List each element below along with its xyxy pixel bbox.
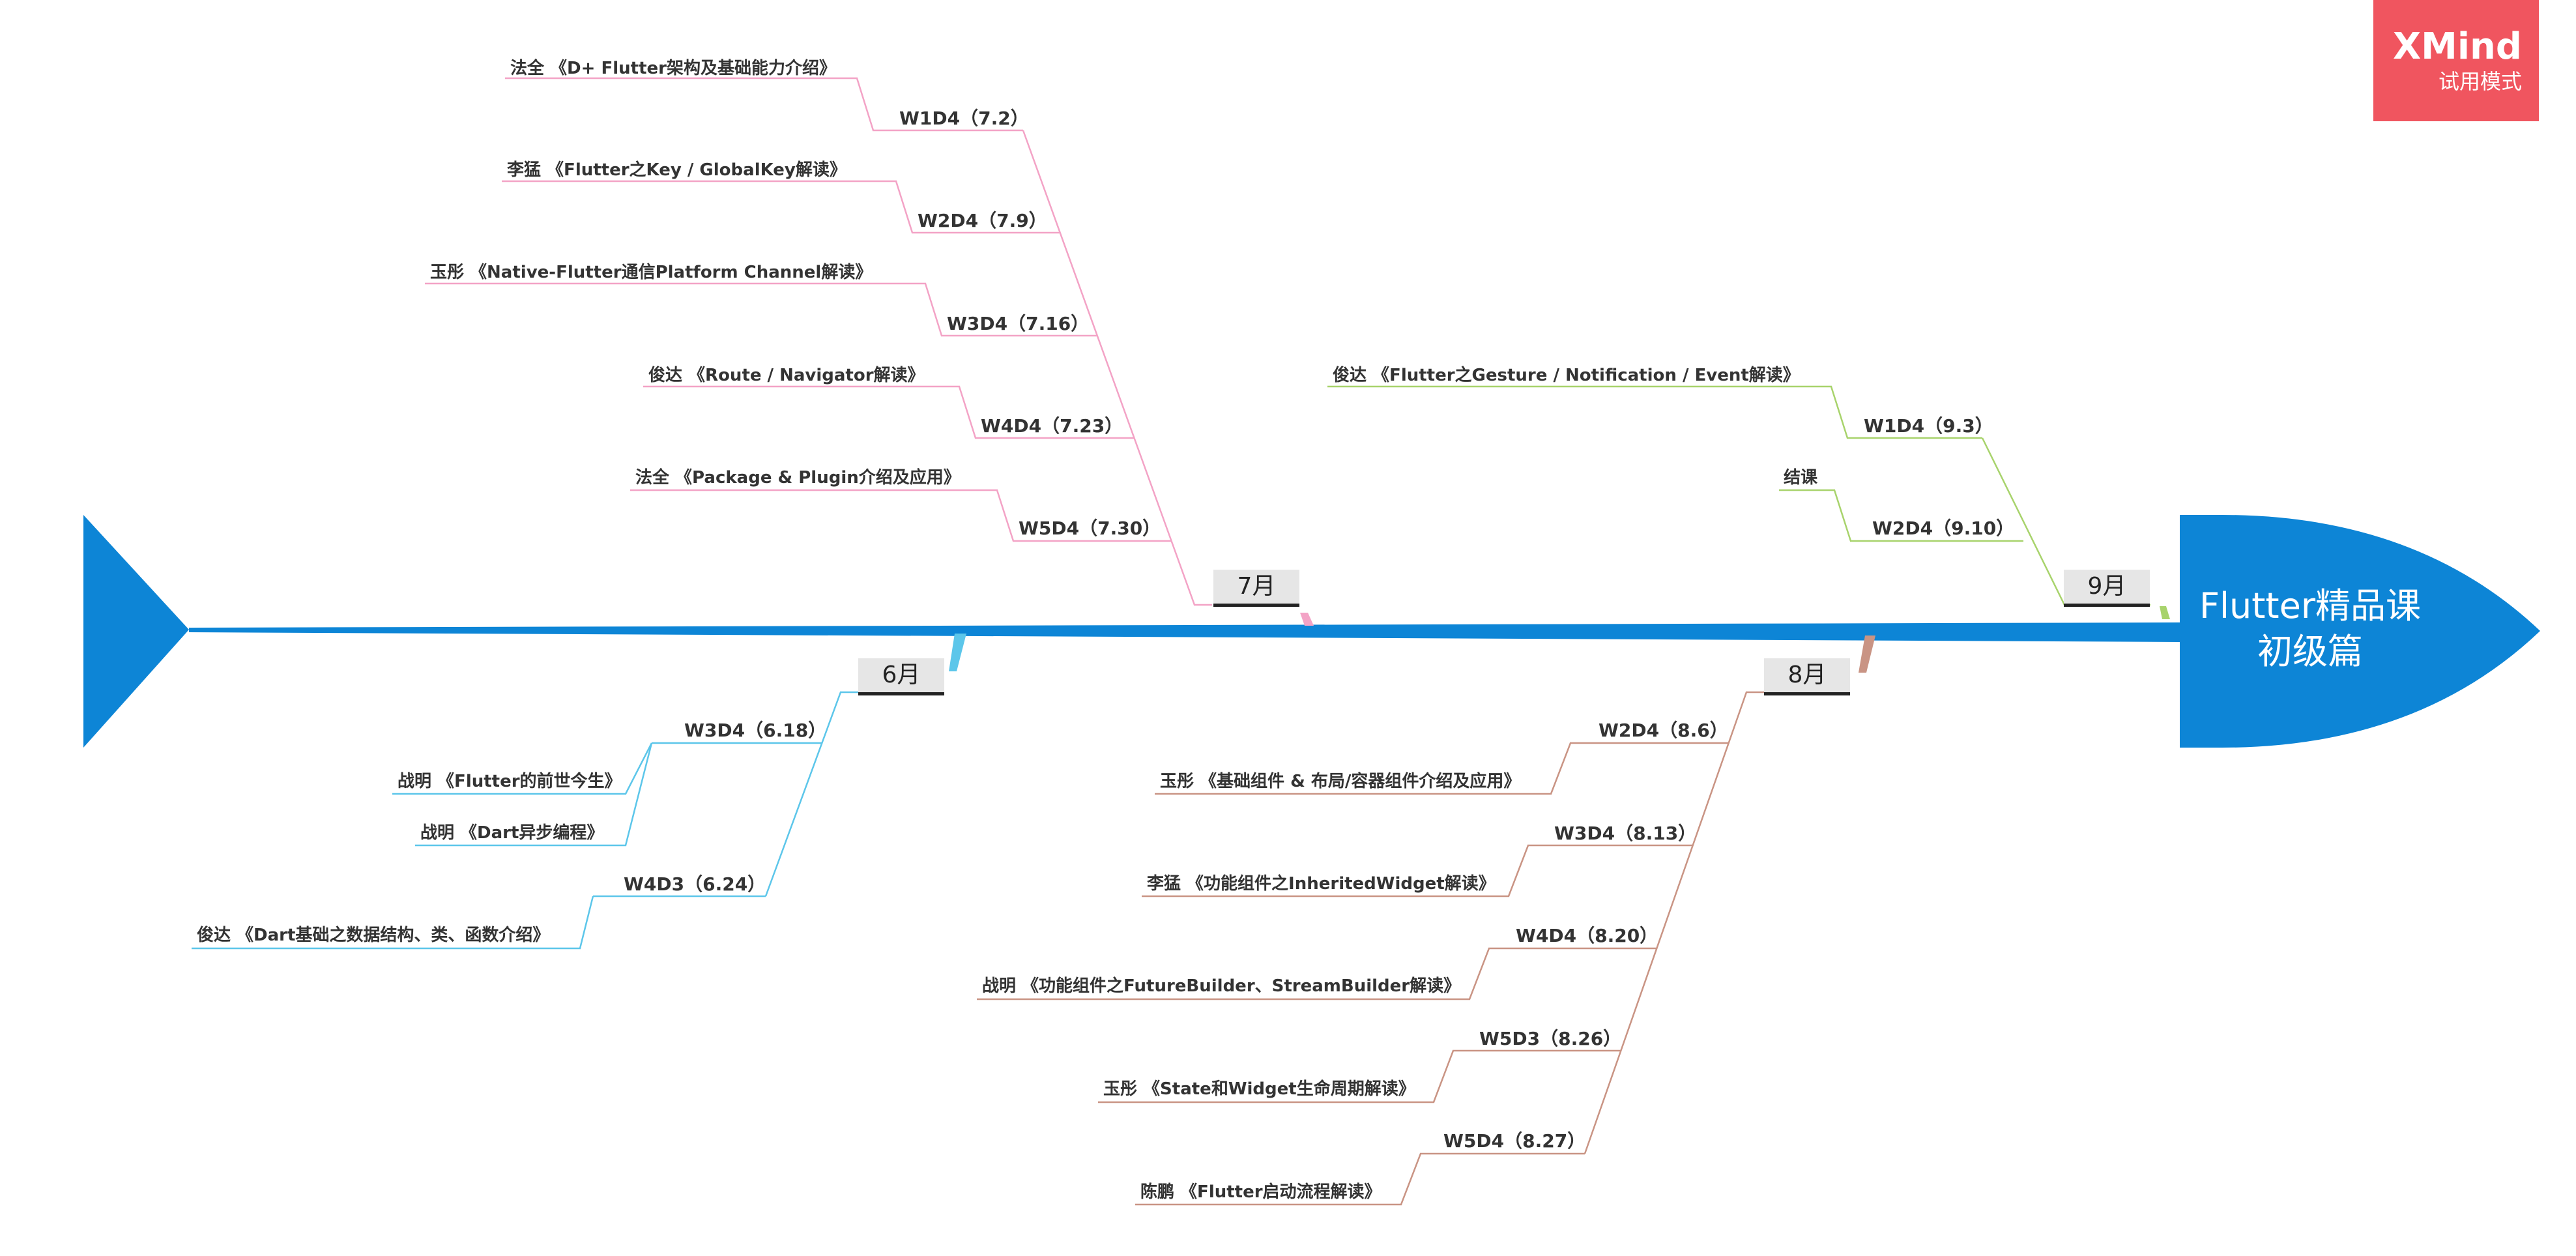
topic-label[interactable]: 战明 《Dart异步编程》 <box>420 823 604 843</box>
week-label[interactable]: W2D4（7.9） <box>918 210 1047 231</box>
trial-mode-label: 试用模式 <box>2438 69 2522 94</box>
month-label-june[interactable]: 6月 <box>858 658 944 692</box>
week-label[interactable]: W5D4（8.27） <box>1443 1130 1586 1152</box>
connector-line <box>1098 1049 1621 1103</box>
month-underline <box>1764 692 1850 695</box>
course-title-line1: Flutter精品课 <box>2199 585 2422 626</box>
topic-label[interactable]: 法全 《Package & Plugin介绍及应用》 <box>635 468 961 488</box>
connector-line <box>630 489 1172 542</box>
topic-label[interactable]: 战明 《功能组件之FutureBuilder、StreamBuilder解读》 <box>982 976 1461 996</box>
connector-line <box>1135 1152 1585 1206</box>
connector-line <box>425 282 1097 337</box>
week-label[interactable]: W3D4（8.13） <box>1554 823 1697 844</box>
topic-label[interactable]: 玉彤 《Native-Flutter通信Platform Channel解读》 <box>430 263 873 282</box>
month-label-july[interactable]: 7月 <box>1213 570 1299 604</box>
connector-line <box>1142 844 1692 898</box>
topic-label[interactable]: 李猛 《功能组件之InheritedWidget解读》 <box>1147 874 1496 894</box>
week-label[interactable]: W4D3（6.24） <box>624 873 766 895</box>
topic-label[interactable]: 玉彤 《State和Widget生命周期解读》 <box>1103 1079 1415 1099</box>
week-label[interactable]: W5D3（8.26） <box>1479 1028 1622 1049</box>
week-label[interactable]: W1D4（9.3） <box>1864 415 1993 437</box>
connector-line <box>1155 742 1728 795</box>
connector-line <box>502 180 1060 234</box>
bone-stub-august <box>1859 635 1875 673</box>
topic-label[interactable]: 法全 《D+ Flutter架构及基础能力介绍》 <box>510 59 836 78</box>
topic-label[interactable]: 李猛 《Flutter之Key / GlobalKey解读》 <box>507 160 847 180</box>
fish-spine <box>189 622 2180 642</box>
month-underline <box>1213 604 1299 607</box>
bone-line-july <box>1022 130 1212 606</box>
bone-line-august <box>1584 691 1764 1154</box>
bone-stub-june <box>949 634 966 671</box>
week-label[interactable]: W2D4（8.6） <box>1599 720 1728 741</box>
week-label[interactable]: W3D4（7.16） <box>947 313 1090 334</box>
topic-label[interactable]: 俊达 《Flutter之Gesture / Notification / Eve… <box>1333 366 1800 385</box>
topic-label[interactable]: 战明 《Flutter的前世今生》 <box>398 772 622 791</box>
week-label[interactable]: W4D4（7.23） <box>981 415 1123 437</box>
fish-tail <box>83 515 189 748</box>
connector-line <box>1327 385 1982 439</box>
month-label-august[interactable]: 8月 <box>1764 658 1850 692</box>
xmind-trial-badge[interactable]: XMind 试用模式 <box>2373 0 2539 121</box>
week-label[interactable]: W5D4（7.30） <box>1019 518 1161 539</box>
connector-line <box>392 742 653 795</box>
month-label-september[interactable]: 9月 <box>2064 570 2150 604</box>
course-title-line2: 初级篇 <box>2257 631 2363 673</box>
topic-label[interactable]: 结课 <box>1784 468 1818 488</box>
xmind-logo: XMind <box>2392 25 2522 68</box>
connector-line <box>505 77 1023 132</box>
connector-line <box>415 742 653 847</box>
week-label[interactable]: W4D4（8.20） <box>1516 925 1658 946</box>
topic-label[interactable]: 陈鹏 《Flutter启动流程解读》 <box>1140 1182 1382 1202</box>
bone-stub-september <box>2160 606 2170 619</box>
connector-line <box>1779 489 2023 542</box>
week-label[interactable]: W3D4（6.18） <box>684 720 827 741</box>
connector-line <box>643 385 1135 439</box>
connector-line <box>192 896 594 950</box>
course-title[interactable]: Flutter精品课 初级篇 <box>2173 583 2447 675</box>
bone-line-june <box>764 691 858 897</box>
week-label[interactable]: W1D4（7.2） <box>899 108 1029 129</box>
month-underline <box>858 692 944 695</box>
topic-label[interactable]: 俊达 《Dart基础之数据结构、类、函数介绍》 <box>197 926 550 945</box>
topic-label[interactable]: 俊达 《Route / Navigator解读》 <box>648 366 925 385</box>
week-label[interactable]: W2D4（9.10） <box>1872 518 2015 539</box>
connector-line <box>977 947 1657 1000</box>
topic-label[interactable]: 玉彤 《基础组件 & 布局/容器组件介绍及应用》 <box>1160 772 1521 791</box>
bone-stub-july <box>1300 613 1314 626</box>
month-underline <box>2064 604 2150 607</box>
fish-head <box>2180 515 2540 748</box>
